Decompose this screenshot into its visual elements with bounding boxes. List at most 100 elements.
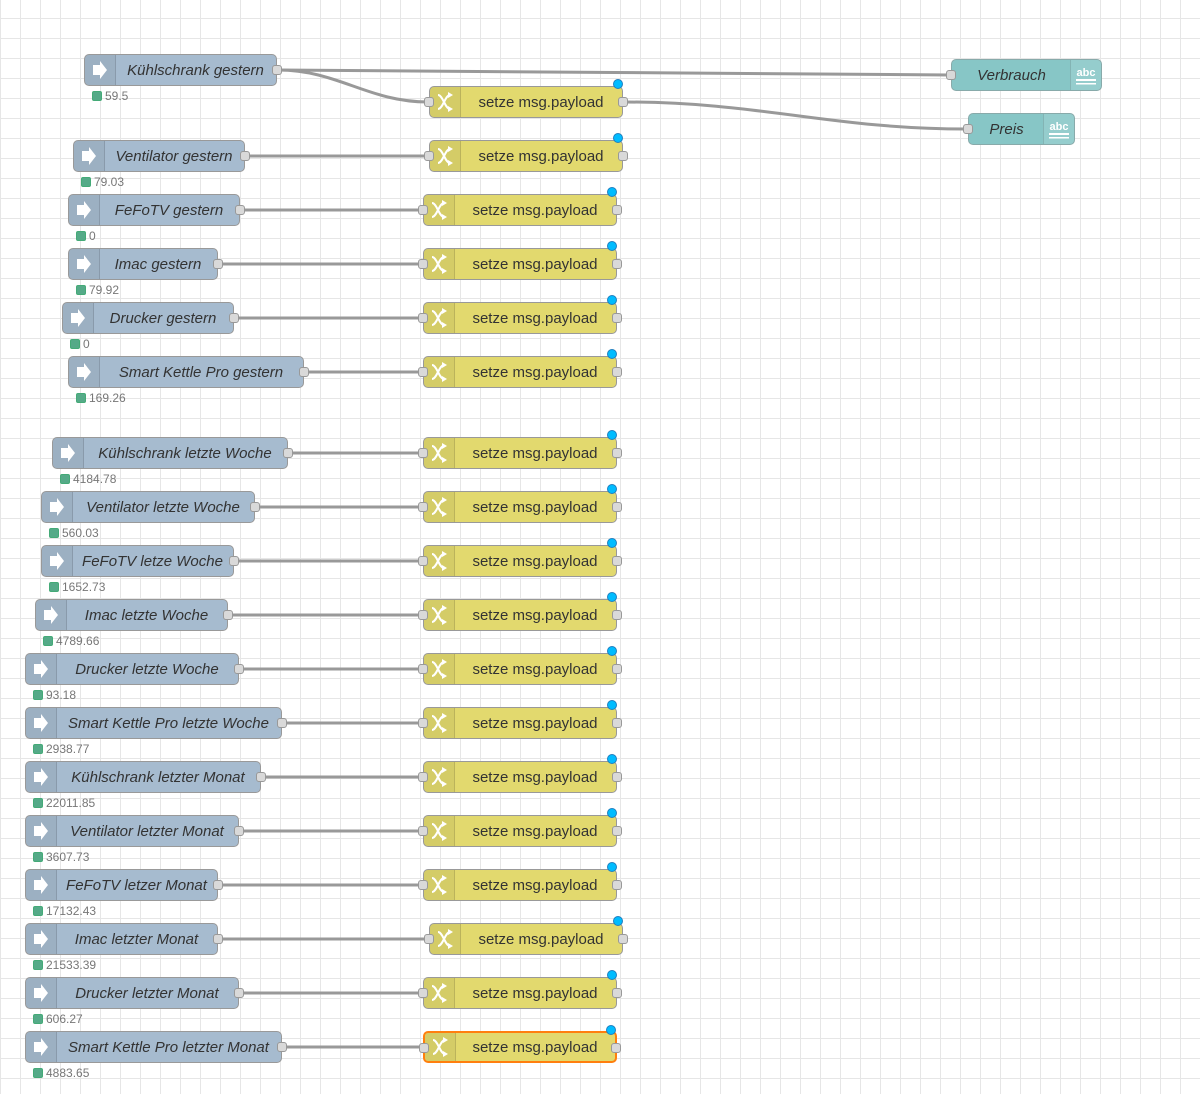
- change-input-port[interactable]: [418, 610, 428, 620]
- change-node[interactable]: setze msg.payload: [418, 862, 622, 901]
- inject-node[interactable]: Drucker letzte Woche: [25, 653, 244, 685]
- change-output-port[interactable]: [612, 718, 622, 728]
- inject-output-port[interactable]: [213, 880, 223, 890]
- inject-node[interactable]: FeFoTV letzer Monat: [25, 869, 223, 901]
- change-output-port[interactable]: [618, 97, 628, 107]
- change-input-port[interactable]: [418, 313, 428, 323]
- change-node[interactable]: setze msg.payload: [424, 916, 628, 955]
- change-node[interactable]: setze msg.payload: [418, 754, 622, 793]
- inject-node[interactable]: Kühlschrank gestern: [84, 54, 282, 86]
- debug-input-port[interactable]: [963, 124, 973, 134]
- changed-indicator-icon: [607, 295, 617, 305]
- wire[interactable]: [277, 68, 429, 104]
- change-output-port[interactable]: [611, 1043, 621, 1053]
- change-output-port[interactable]: [612, 259, 622, 269]
- change-output-port[interactable]: [618, 151, 628, 161]
- change-output-port[interactable]: [612, 367, 622, 377]
- change-output-port[interactable]: [618, 934, 628, 944]
- change-node[interactable]: setze msg.payload: [424, 79, 628, 118]
- inject-node[interactable]: Kühlschrank letzter Monat: [25, 761, 266, 793]
- inject-node[interactable]: Imac letzter Monat: [25, 923, 223, 955]
- inject-output-port[interactable]: [213, 934, 223, 944]
- change-node[interactable]: setze msg.payload: [418, 808, 622, 847]
- inject-output-port[interactable]: [277, 718, 287, 728]
- inject-output-port[interactable]: [299, 367, 309, 377]
- change-output-port[interactable]: [612, 448, 622, 458]
- inject-node[interactable]: Smart Kettle Pro letzte Woche: [25, 707, 287, 739]
- inject-node[interactable]: Drucker letzter Monat: [25, 977, 244, 1009]
- inject-node[interactable]: Smart Kettle Pro gestern: [68, 356, 309, 388]
- inject-node[interactable]: Ventilator gestern: [73, 140, 250, 172]
- wire[interactable]: [277, 68, 951, 77]
- inject-output-port[interactable]: [235, 205, 245, 215]
- change-node[interactable]: setze msg.payload: [418, 349, 622, 388]
- change-node[interactable]: setze msg.payload: [424, 133, 628, 172]
- inject-node[interactable]: Kühlschrank letzte Woche: [52, 437, 293, 469]
- change-input-port[interactable]: [418, 556, 428, 566]
- change-output-port[interactable]: [612, 664, 622, 674]
- change-node[interactable]: setze msg.payload: [418, 295, 622, 334]
- inject-output-port[interactable]: [272, 65, 282, 75]
- change-input-port[interactable]: [424, 934, 434, 944]
- change-node-label: setze msg.payload: [472, 498, 598, 516]
- change-input-port[interactable]: [424, 97, 434, 107]
- inject-output-port[interactable]: [283, 448, 293, 458]
- change-input-port[interactable]: [418, 826, 428, 836]
- debug-input-port[interactable]: [946, 70, 956, 80]
- change-input-port[interactable]: [418, 988, 428, 998]
- change-output-port[interactable]: [612, 988, 622, 998]
- inject-node[interactable]: FeFoTV gestern: [68, 194, 245, 226]
- inject-output-port[interactable]: [277, 1042, 287, 1052]
- inject-output-port[interactable]: [250, 502, 260, 512]
- inject-output-port[interactable]: [223, 610, 233, 620]
- inject-output-port[interactable]: [213, 259, 223, 269]
- change-output-port[interactable]: [612, 772, 622, 782]
- change-input-port[interactable]: [418, 367, 428, 377]
- inject-node[interactable]: Smart Kettle Pro letzter Monat: [25, 1031, 287, 1063]
- change-node[interactable]: setze msg.payload: [418, 430, 622, 469]
- inject-node[interactable]: Imac gestern: [68, 248, 223, 280]
- inject-output-port[interactable]: [229, 313, 239, 323]
- change-input-port[interactable]: [418, 502, 428, 512]
- inject-node[interactable]: Ventilator letzte Woche: [41, 491, 260, 523]
- change-input-port[interactable]: [418, 718, 428, 728]
- change-node[interactable]: setze msg.payload: [418, 241, 622, 280]
- change-node[interactable]: setze msg.payload: [418, 187, 622, 226]
- change-node[interactable]: setze msg.payload: [418, 700, 622, 739]
- change-output-port[interactable]: [612, 313, 622, 323]
- inject-output-port[interactable]: [234, 988, 244, 998]
- change-node[interactable]: setze msg.payload: [418, 646, 622, 685]
- change-input-port[interactable]: [418, 664, 428, 674]
- change-output-port[interactable]: [612, 880, 622, 890]
- change-node[interactable]: setze msg.payload: [418, 538, 622, 577]
- change-input-port[interactable]: [418, 880, 428, 890]
- change-output-port[interactable]: [612, 610, 622, 620]
- wire[interactable]: [623, 100, 968, 131]
- change-node[interactable]: setze msg.payload: [419, 1025, 621, 1063]
- inject-output-port[interactable]: [234, 664, 244, 674]
- change-output-port[interactable]: [612, 826, 622, 836]
- inject-output-port[interactable]: [256, 772, 266, 782]
- change-node[interactable]: setze msg.payload: [418, 970, 622, 1009]
- inject-output-port[interactable]: [240, 151, 250, 161]
- change-output-port[interactable]: [612, 205, 622, 215]
- changed-indicator-icon: [606, 1025, 616, 1035]
- inject-node[interactable]: Drucker gestern: [62, 302, 239, 334]
- change-input-port[interactable]: [418, 259, 428, 269]
- change-input-port[interactable]: [424, 151, 434, 161]
- change-node[interactable]: setze msg.payload: [418, 484, 622, 523]
- inject-node[interactable]: FeFoTV letze Woche: [41, 545, 239, 577]
- inject-output-port[interactable]: [229, 556, 239, 566]
- change-output-port[interactable]: [612, 556, 622, 566]
- change-output-port[interactable]: [612, 502, 622, 512]
- inject-node[interactable]: Imac letzte Woche: [35, 599, 233, 631]
- inject-node[interactable]: Ventilator letzter Monat: [25, 815, 244, 847]
- change-input-port[interactable]: [418, 205, 428, 215]
- change-input-port[interactable]: [419, 1043, 429, 1053]
- change-node[interactable]: setze msg.payload: [418, 592, 622, 631]
- inject-output-port[interactable]: [234, 826, 244, 836]
- change-input-port[interactable]: [418, 772, 428, 782]
- change-input-port[interactable]: [418, 448, 428, 458]
